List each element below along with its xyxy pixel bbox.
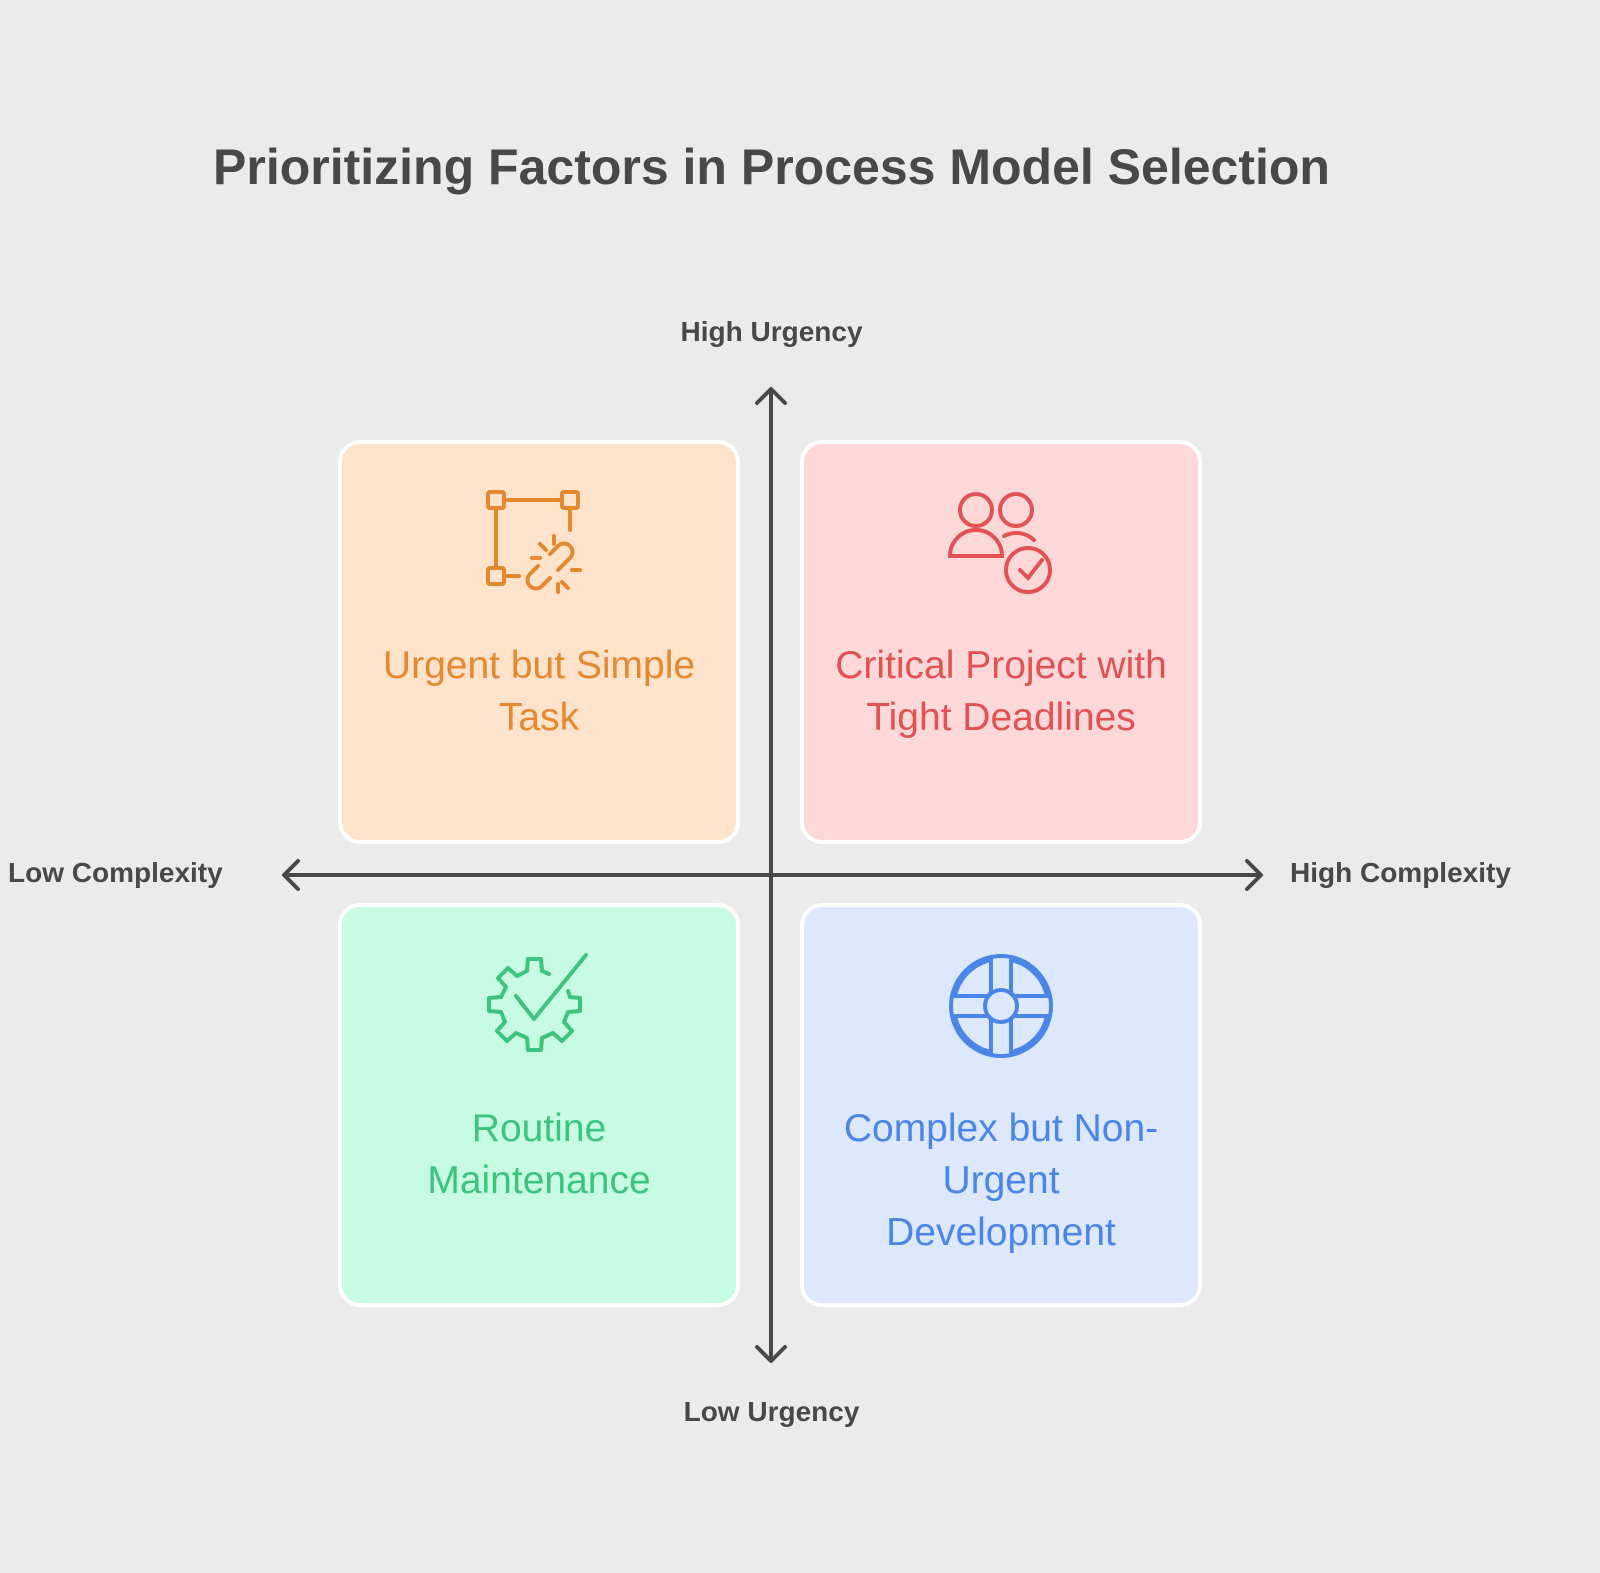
axis-label-low-urgency: Low Urgency [683, 1396, 860, 1427]
gear-check-icon [487, 953, 588, 1052]
lifebuoy-icon [949, 954, 1053, 1058]
quadrant-critical-project: Critical Project with Tight Deadlines [800, 440, 1202, 844]
quadrant-complex-nonurgent: Complex but Non-Urgent Development [800, 903, 1202, 1307]
arrow-down-icon [755, 1345, 787, 1363]
broken-link-nodes-icon [486, 490, 582, 594]
page-title: Prioritizing Factors in Process Model Se… [213, 139, 1330, 195]
quadrant-label: Critical Project with Tight Deadlines [835, 644, 1167, 739]
quadrant-routine-maintenance: Routine Maintenance [338, 903, 740, 1307]
quadrant-urgent-simple: Urgent but Simple Task [338, 440, 740, 844]
axis-label-high-complexity: High Complexity [1290, 857, 1511, 888]
axis-label-low-complexity: Low Complexity [8, 857, 223, 888]
quadrant-label: Urgent but Simple Task [382, 644, 696, 739]
arrow-up-icon [755, 387, 787, 405]
team-check-icon [947, 492, 1052, 594]
arrow-right-icon [1245, 859, 1263, 891]
quadrant-label: Routine Maintenance [427, 1107, 651, 1202]
arrow-left-icon [282, 859, 300, 891]
axis-label-high-urgency: High Urgency [680, 316, 863, 347]
quadrant-label: Complex but Non-Urgent Development [843, 1107, 1159, 1254]
